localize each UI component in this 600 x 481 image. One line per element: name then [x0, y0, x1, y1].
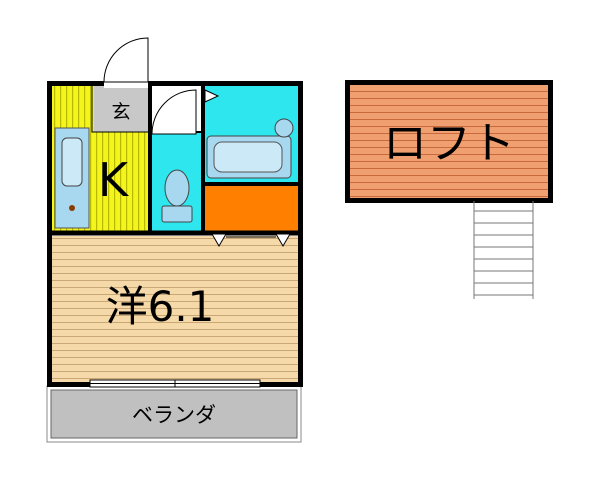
- bathroom-door-icon: [204, 89, 220, 103]
- balcony-label: ベランダ: [132, 403, 216, 427]
- closet: [205, 186, 298, 232]
- western-room-floor: [52, 236, 298, 382]
- entrance-floor: [94, 86, 152, 132]
- western-room-label: 洋6.1: [106, 282, 215, 331]
- balcony-floor: [50, 389, 298, 439]
- kitchen-label: K: [98, 153, 130, 207]
- toilet-bowl-icon: [164, 169, 190, 207]
- bathtub-inner-icon: [213, 141, 283, 173]
- loft-floor: [350, 85, 548, 198]
- washbasin-icon: [274, 118, 294, 138]
- toilet-tank-icon: [161, 205, 193, 223]
- entrance-door-gap: [104, 80, 148, 88]
- loft-ladder: [473, 201, 534, 299]
- loft-walls: [345, 80, 553, 203]
- toilet-door-swing: [151, 89, 197, 135]
- closet-door-left-icon: [211, 233, 227, 247]
- loft-label: ロフト: [383, 118, 515, 169]
- closet-door-right-icon: [275, 233, 291, 247]
- entrance-label: 玄: [111, 101, 130, 123]
- entrance-door-swing: [103, 37, 149, 83]
- sink-icon: [61, 137, 83, 187]
- stove-icon: [69, 205, 75, 211]
